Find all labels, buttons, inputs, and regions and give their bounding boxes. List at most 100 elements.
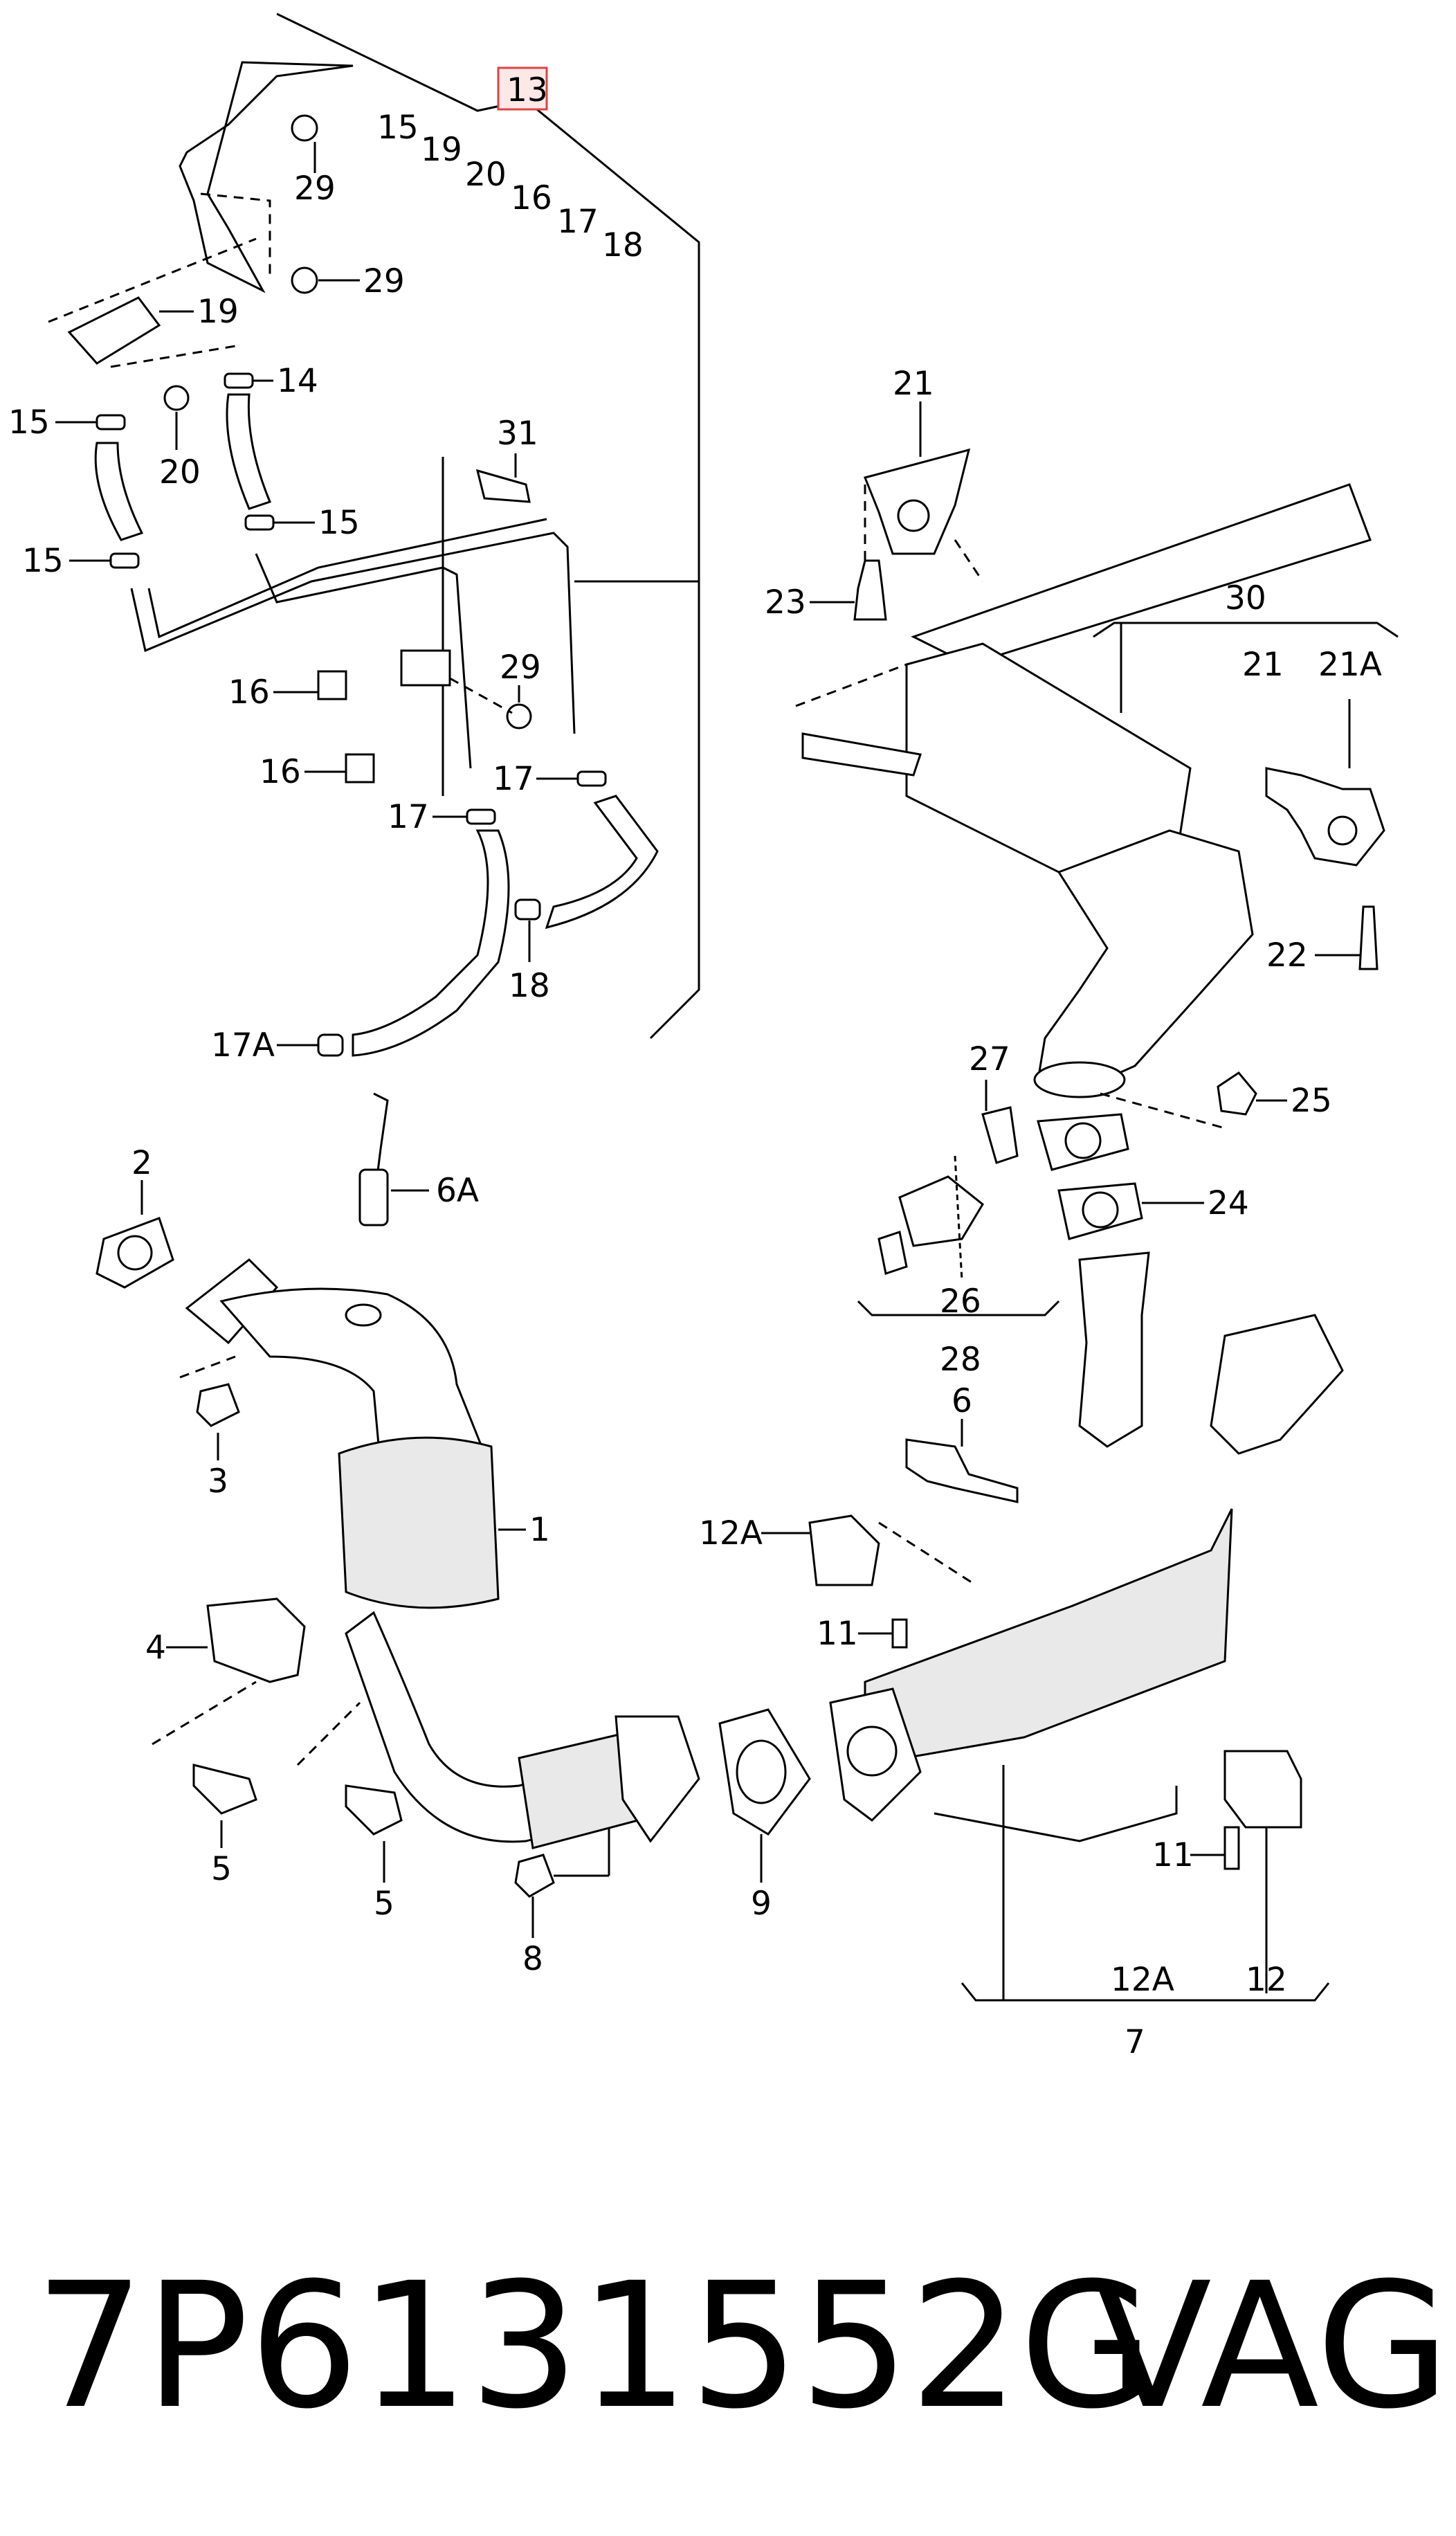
temperature-sensor-6 <box>905 1438 1019 1503</box>
callout-25: 25 <box>1291 1082 1332 1120</box>
part-number: 7P6131552G <box>35 2245 1154 2447</box>
bracket-30 <box>1093 622 1399 638</box>
callout-21A: 21A <box>1318 646 1382 684</box>
callout-18: 18 <box>602 226 644 264</box>
callout-12: 12 <box>1246 1961 1287 1999</box>
bolt-5-right <box>345 1784 403 1836</box>
rubber-mount-12A <box>808 1514 880 1586</box>
callout-15: 15 <box>318 504 360 542</box>
sensor-boss <box>345 1303 382 1327</box>
callout-24: 24 <box>1208 1184 1249 1222</box>
brand-label: VAG <box>1093 2245 1450 2447</box>
callout-27: 27 <box>969 1040 1010 1078</box>
callout-30: 30 <box>1225 579 1266 617</box>
hose-short-right <box>226 393 271 510</box>
support-bracket-4 <box>206 1597 306 1683</box>
callout-19: 19 <box>421 131 462 169</box>
callout-22: 22 <box>1266 936 1308 975</box>
nut-29-mid <box>291 266 318 294</box>
callout-3: 3 <box>208 1462 228 1501</box>
clamp-15c <box>109 552 140 569</box>
dpf-group <box>761 1419 1330 2002</box>
metal-pipe-outer <box>130 532 576 734</box>
callout-28: 28 <box>940 1341 981 1379</box>
clamp-15b <box>244 514 275 531</box>
callout-17A: 17A <box>211 1026 275 1065</box>
callout-4: 4 <box>145 1629 166 1667</box>
callout-17: 17 <box>557 203 599 241</box>
callout-21: 21 <box>1242 646 1284 684</box>
catalytic-converter-1 <box>338 1436 500 1609</box>
hanger-21A-hole <box>1327 815 1358 846</box>
callout-16: 16 <box>511 179 552 217</box>
exploded-view-drawing: 13 15 19 20 16 17 18 29 29 19 14 15 20 1… <box>8 12 1399 2061</box>
dpf-inlet-hole <box>846 1726 898 1777</box>
egr-sensor-plug <box>877 1231 908 1275</box>
front-pipe-section <box>1078 1251 1150 1448</box>
nut-29-lower <box>506 703 532 730</box>
nut-25 <box>1217 1071 1257 1116</box>
callout-16: 16 <box>260 753 301 791</box>
group-bracket-line <box>276 12 700 1040</box>
bracket-dashes <box>200 192 271 277</box>
hanger-dash <box>954 539 984 582</box>
gasket-9-hole <box>736 1739 787 1804</box>
bolt-5-left <box>192 1764 257 1815</box>
callout-8: 8 <box>522 1940 543 1978</box>
callout-20: 20 <box>159 453 201 491</box>
callout-7: 7 <box>1125 2023 1145 2061</box>
callout-18: 18 <box>509 967 550 1005</box>
dpf-body-7 <box>864 1508 1233 1766</box>
box-13 <box>497 66 548 111</box>
callout-15: 15 <box>377 109 419 147</box>
clamp-17b <box>466 808 496 825</box>
callout-13: 13 <box>507 71 548 109</box>
sensor-clip-27 <box>981 1106 1019 1164</box>
bracket-7 <box>961 1982 1330 2002</box>
callout-9: 9 <box>751 1885 772 1923</box>
callout-11: 11 <box>817 1615 858 1653</box>
gasket-2-hole <box>117 1235 153 1271</box>
silencer-inlet-stub <box>801 732 922 777</box>
rear-silencer-group <box>795 401 1399 1455</box>
hanger-hole <box>897 499 930 532</box>
silencer-dash-left <box>795 663 907 707</box>
egr-sensor <box>898 1175 984 1247</box>
pipe-flange-end <box>1033 1061 1126 1098</box>
dpf-pipe <box>934 1786 1178 1842</box>
long-hose-right <box>545 795 659 930</box>
bolt-23 <box>853 559 887 621</box>
clamp-15a <box>95 414 126 431</box>
callout-29: 29 <box>500 649 541 687</box>
callout-12A: 12A <box>699 1514 763 1552</box>
sensor-dash <box>48 237 257 323</box>
bolt-31 <box>475 469 531 503</box>
callout-11: 11 <box>1152 1836 1194 1874</box>
intermediate-pipe <box>1037 829 1254 1095</box>
callout-2: 2 <box>131 1144 152 1182</box>
callout-23: 23 <box>765 583 806 622</box>
bolt-11-upper <box>891 1618 908 1649</box>
nut-dash <box>449 677 513 714</box>
gasket-upper-hole <box>1064 1122 1102 1159</box>
sensor-hose-group <box>48 12 700 1057</box>
clamp-17a <box>576 770 607 787</box>
callout-6A: 6A <box>436 1172 479 1210</box>
callout-6: 6 <box>952 1382 972 1420</box>
callout-5: 5 <box>374 1885 394 1923</box>
downpipe <box>219 1287 486 1469</box>
bolt-22 <box>1358 905 1378 970</box>
callout-31: 31 <box>497 415 538 453</box>
callout-labels: 13 15 19 20 16 17 18 29 29 19 14 15 20 1… <box>8 66 1382 2061</box>
callout-17: 17 <box>388 798 429 836</box>
callout-19: 19 <box>197 293 239 331</box>
nut-20 <box>163 385 190 411</box>
rubber-mount-12 <box>1223 1750 1302 1829</box>
clamp-14 <box>224 372 254 389</box>
callout-29: 29 <box>294 170 336 208</box>
callout-17: 17 <box>493 760 534 798</box>
nut-29-top <box>291 114 318 142</box>
bolt-11-lower <box>1223 1826 1240 1870</box>
callout-1: 1 <box>529 1511 550 1549</box>
catalyst-group <box>95 1092 811 1938</box>
